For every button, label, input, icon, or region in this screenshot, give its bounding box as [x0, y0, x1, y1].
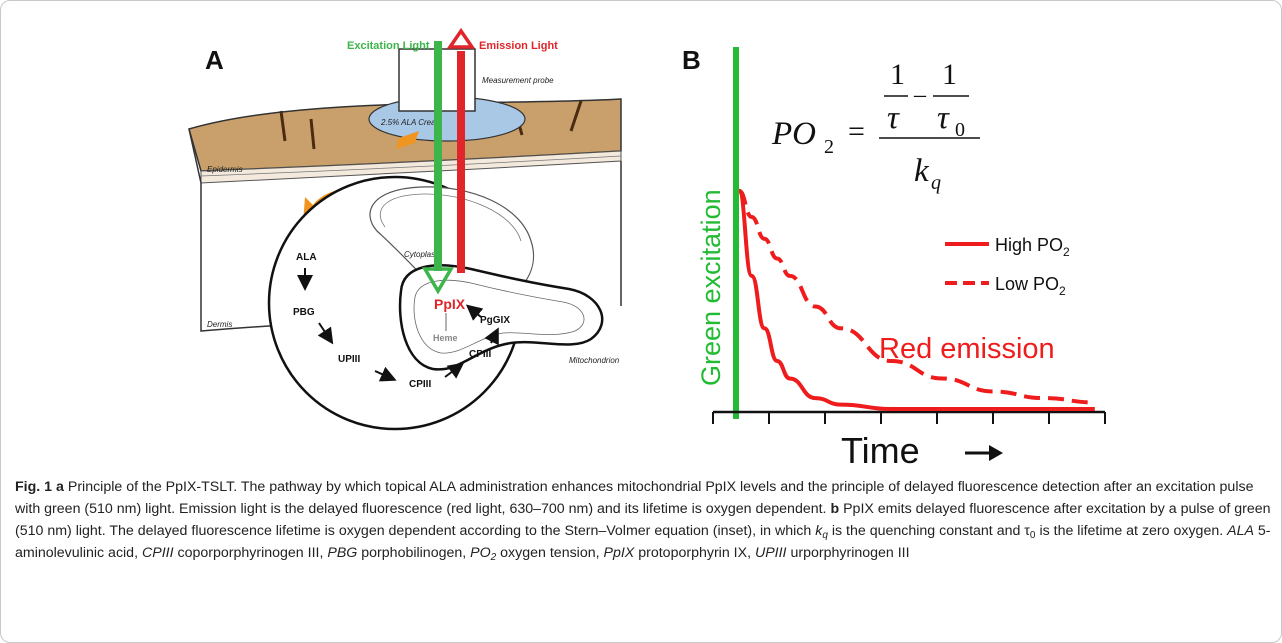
eq-tau: τ: [887, 100, 900, 136]
mitochondrion-label: Mitochondrion: [569, 356, 620, 365]
probe-label: Measurement probe: [482, 76, 554, 85]
pathway-ala: ALA: [296, 252, 317, 263]
series-line-high-po2: [737, 188, 1095, 411]
legend: High PO2 Low PO2: [945, 235, 1070, 298]
caption-b-text-1: PpIX emits delayed fluorescence after ex…: [15, 501, 1271, 539]
legend-high: High PO2: [995, 235, 1070, 259]
panel-b-label: B: [682, 45, 701, 75]
eq-lhs-sub: 2: [824, 136, 834, 158]
figure-panels: A Epidermis Dermis 2.5% ALA Cream Measur…: [188, 27, 1106, 471]
caption-b-text-3: is the lifetime at zero oxygen.: [1039, 523, 1224, 539]
x-axis-title: Time: [841, 430, 920, 471]
caption-b-label: b: [830, 501, 840, 517]
eq-equals: =: [848, 115, 865, 148]
caption-b-text-2: is the quenching constant and τ: [831, 523, 1030, 539]
pathway-heme: Heme: [433, 333, 458, 343]
excitation-light-label: Excitation Light: [347, 40, 430, 52]
caption-abbr-ala-def: 5-aminolevulinic acid,: [15, 523, 1271, 561]
caption-abbr-upiii: UPIII: [754, 545, 787, 561]
emission-beam: [446, 27, 476, 273]
panel-a-label: A: [205, 45, 224, 75]
legend-low: Low PO2: [995, 274, 1066, 298]
pathway-cpiii-inner: CPIII: [469, 349, 491, 360]
caption-a-label: a: [56, 479, 64, 495]
red-emission-label: Red emission: [879, 333, 1055, 365]
x-axis-ticks: [712, 412, 1106, 424]
caption-abbr-cpiii-def: coporporphyrinogen III,: [177, 545, 324, 561]
eq-one-b: 1: [942, 58, 957, 91]
x-axis: [712, 410, 1106, 424]
emission-light-label: Emission Light: [479, 40, 558, 52]
eq-tau0: τ: [937, 100, 950, 136]
caption-abbr-ppix: PpIX: [603, 545, 635, 561]
caption-abbr-pbg: PBG: [327, 545, 358, 561]
eq-lhs: PO: [771, 116, 816, 152]
caption-kq: kq: [815, 523, 828, 541]
caption-abbr-pbg-def: porphobilinogen,: [361, 545, 467, 561]
stern-volmer-equation: PO 2 = 1 τ – 1 τ 0 k q: [771, 58, 980, 194]
cream-fragment: [396, 131, 419, 149]
caption-abbr-ppix-def: protoporphyrin IX,: [638, 545, 752, 561]
pathway-pbg: PBG: [293, 307, 315, 318]
green-excitation-label: Green excitation: [696, 189, 726, 386]
cream-label: 2.5% ALA Cream: [380, 118, 443, 127]
caption-fig-label: Fig. 1: [15, 479, 53, 495]
cytoplasm-label: Cytoplasm: [404, 250, 442, 259]
epidermis-label: Epidermis: [207, 165, 243, 174]
caption-tau-sub: 0: [1029, 530, 1036, 541]
eq-tau0-sub: 0: [955, 119, 965, 141]
caption-abbr-ala: ALA: [1227, 523, 1254, 539]
pathway-upiii: UPIII: [338, 354, 360, 365]
figure-caption: Fig. 1 a Principle of the PpIX-TSLT. The…: [15, 476, 1273, 564]
pathway-cpiii-outer: CPIII: [409, 379, 431, 390]
caption-abbr-upiii-def: urporphyrinogen III: [790, 545, 910, 561]
pathway-pgix: PgGIX: [480, 315, 510, 326]
excitation-beam: [421, 41, 455, 295]
eq-kq: k: [914, 153, 930, 189]
eq-kq-sub: q: [931, 172, 941, 194]
series-line-low-po2: [738, 188, 1095, 405]
eq-minus: –: [913, 82, 927, 108]
caption-a-text: Principle of the PpIX-TSLT. The pathway …: [15, 479, 1254, 517]
green-excitation-bar: [733, 47, 739, 419]
caption-abbr-po-def: oxygen tension,: [500, 545, 600, 561]
time-arrow-icon: [965, 445, 1003, 461]
pathway-ppix: PpIX: [434, 296, 466, 312]
caption-abbr-po: PO2: [470, 545, 497, 563]
caption-abbr-cpiii: CPIII: [141, 545, 174, 561]
dermis-label: Dermis: [207, 320, 232, 329]
eq-one-a: 1: [890, 58, 905, 91]
